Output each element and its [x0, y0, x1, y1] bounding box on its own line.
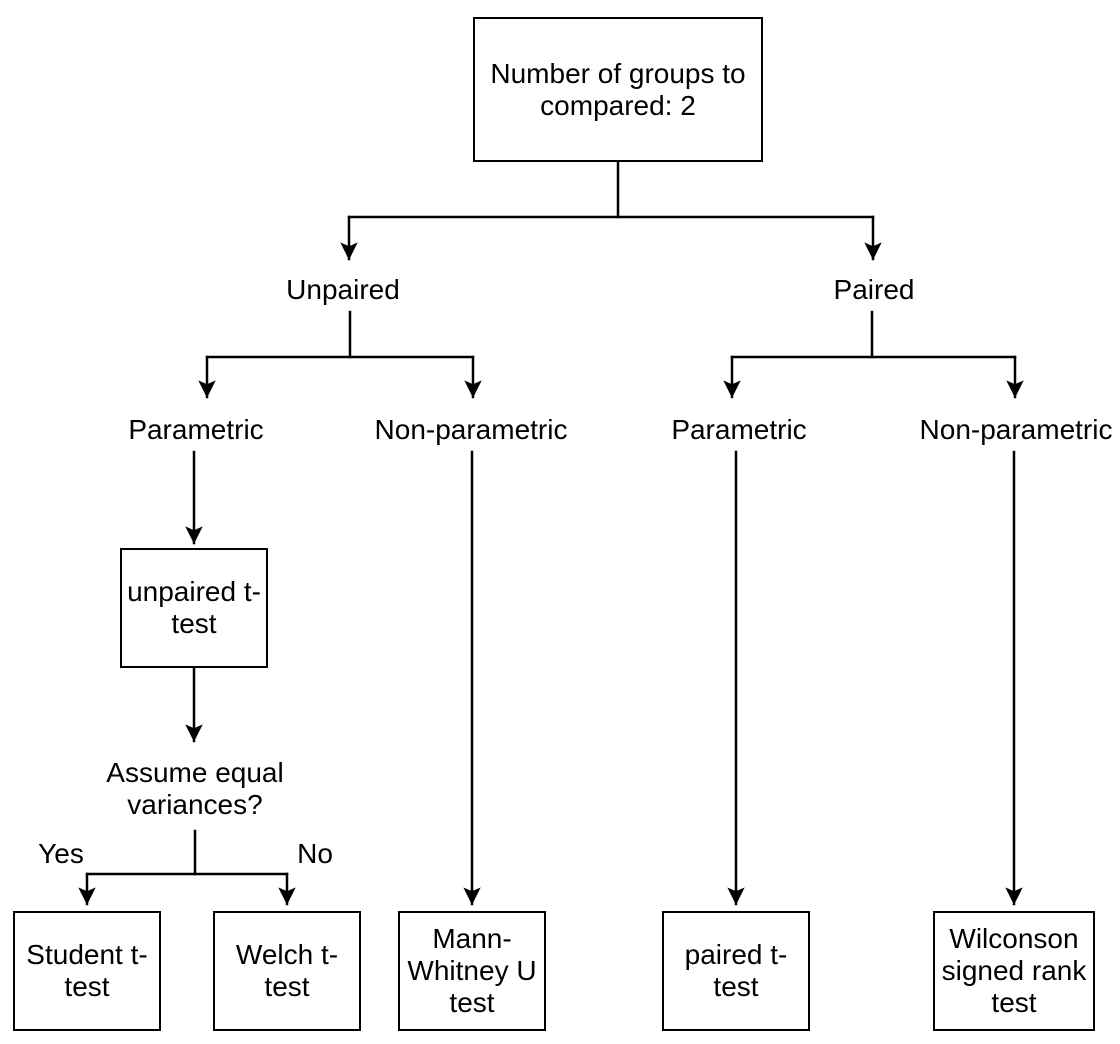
decision-no-label: No [297, 838, 333, 869]
node-welch-ttest: Welch t-test [213, 911, 361, 1031]
node-unpaired-ttest: unpaired t-test [120, 548, 268, 668]
branch-label-paired-parametric: Parametric [671, 414, 807, 445]
branch-label-unpaired: Unpaired [286, 274, 400, 305]
node-mann-whitney: Mann-Whitney U test [398, 911, 546, 1031]
node-paired-ttest-label: paired t-test [684, 939, 788, 1002]
node-unpaired-ttest-label: unpaired t-test [127, 576, 261, 639]
branch-label-paired-nonparametric: Non-parametric [919, 414, 1113, 445]
node-student-ttest-label: Student t-test [26, 939, 148, 1002]
node-welch-ttest-label: Welch t-test [235, 939, 339, 1002]
node-wilcoxon: Wilconson signed rank test [933, 911, 1095, 1031]
node-groups-count: Number of groups to compared: 2 [473, 17, 763, 162]
node-wilcoxon-label: Wilconson signed rank test [941, 923, 1087, 1018]
branch-label-unpaired-parametric: Parametric [128, 414, 264, 445]
decision-question-label: Assume equal variances? [106, 757, 284, 820]
branch-label-paired: Paired [833, 274, 915, 305]
branch-label-unpaired-nonparametric: Non-parametric [374, 414, 568, 445]
node-groups-count-label: Number of groups to compared: 2 [490, 57, 746, 121]
decision-yes-label: Yes [38, 838, 84, 869]
node-paired-ttest: paired t-test [662, 911, 810, 1031]
node-student-ttest: Student t-test [13, 911, 161, 1031]
node-mann-whitney-label: Mann-Whitney U test [407, 923, 537, 1018]
